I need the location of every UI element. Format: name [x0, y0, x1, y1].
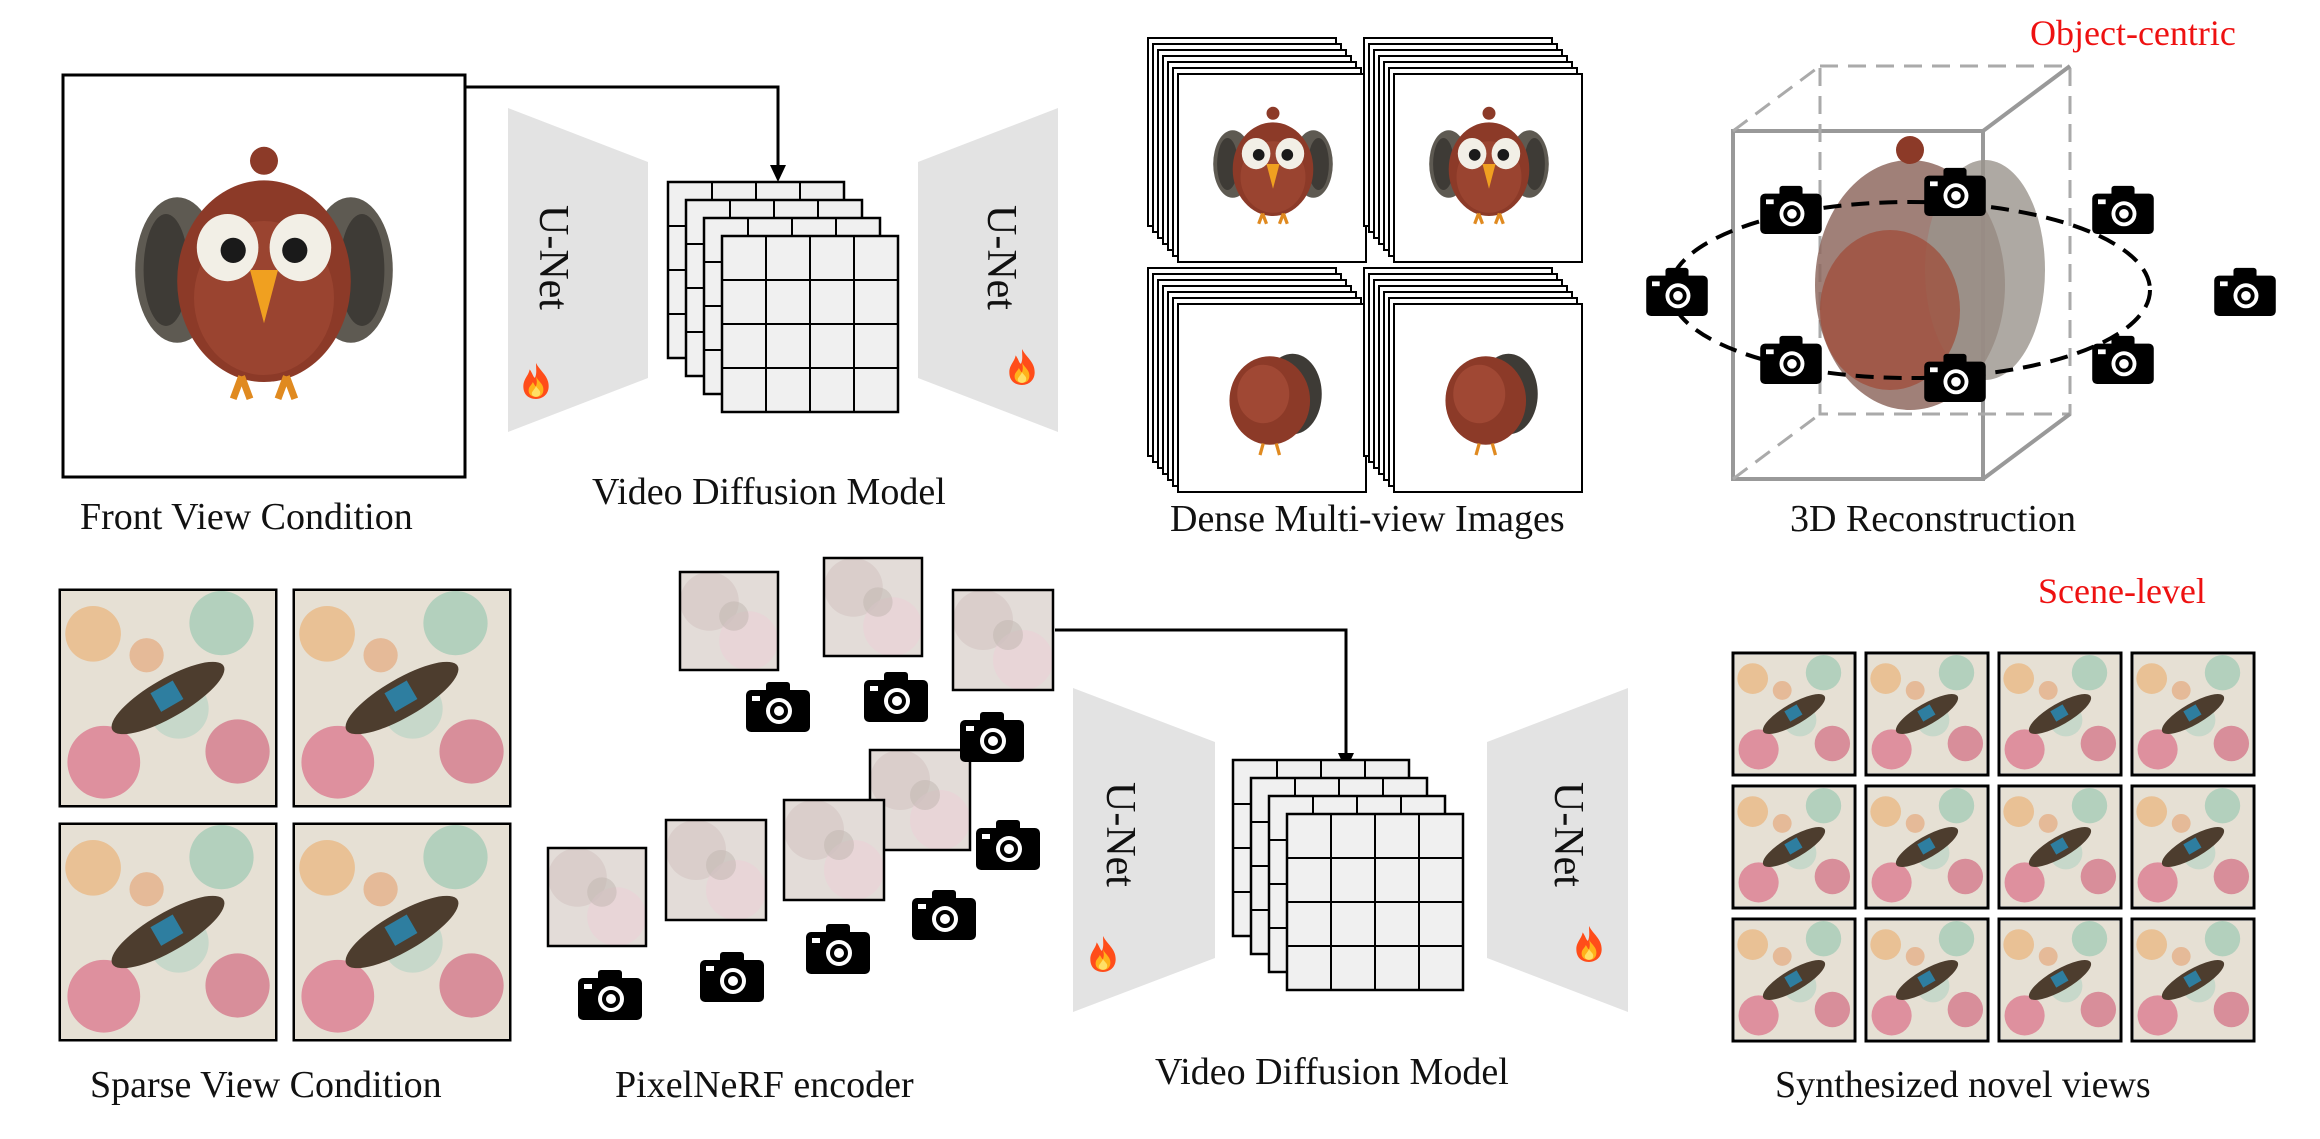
scene-level-label: Scene-level [2038, 571, 2206, 611]
novel-views-caption: Synthesized novel views [1775, 1064, 2151, 1106]
arrow-head [770, 165, 786, 182]
dense-multiview-stacks [1147, 37, 1583, 493]
novel-views-grid [1731, 651, 2256, 1043]
feature-map [782, 798, 886, 902]
latent-grid-stack-bottom [1231, 758, 1465, 992]
object-centric-label: Object-centric [2030, 13, 2236, 53]
novel-view [1864, 651, 1990, 777]
camera-icon [976, 820, 1040, 870]
unet-encoder-top: U-Net [508, 108, 648, 432]
camera-icon [2092, 185, 2154, 234]
camera-icon [1646, 267, 1708, 316]
camera-icon [2214, 267, 2276, 316]
sparse-view-caption: Sparse View Condition [90, 1064, 442, 1106]
camera-icon [960, 712, 1024, 762]
dense-multiview-caption: Dense Multi-view Images [1170, 498, 1565, 540]
camera-icon [912, 890, 976, 940]
novel-view [2130, 784, 2256, 910]
feature-map [951, 588, 1055, 692]
novel-view [1997, 651, 2123, 777]
feature-map [678, 570, 780, 672]
view-stack [1363, 37, 1583, 263]
camera-icon [2092, 335, 2154, 384]
unet-encoder-bottom: U-Net [1073, 688, 1215, 1012]
camera-icon [746, 682, 810, 732]
vdm-bottom-caption: Video Diffusion Model [1155, 1051, 1509, 1093]
grid-layer [1285, 812, 1465, 992]
unet-label: U-Net [1545, 782, 1591, 887]
pixelnerf-caption: PixelNeRF encoder [615, 1064, 914, 1106]
feature-map [664, 818, 768, 922]
view-stack [1147, 267, 1367, 493]
unet-decoder-top: U-Net [918, 108, 1058, 432]
camera-icon [864, 672, 928, 722]
feature-arrow [1055, 628, 1348, 753]
camera-icon [700, 952, 764, 1002]
unet-decoder-bottom: U-Net [1487, 688, 1628, 1012]
vdm-top-caption: Video Diffusion Model [592, 471, 946, 513]
front-view-caption: Front View Condition [80, 496, 413, 538]
novel-view [1864, 784, 1990, 910]
novel-view [2130, 651, 2256, 777]
novel-view [1731, 917, 1857, 1043]
latent-grid-stack-top [666, 180, 900, 414]
novel-view [1997, 784, 2123, 910]
novel-view [1731, 651, 1857, 777]
novel-view [1864, 917, 1990, 1043]
unet-label: U-Net [530, 205, 576, 310]
sparse-view-images [58, 588, 512, 1042]
condition-arrow [465, 85, 780, 165]
feature-map [822, 556, 924, 658]
grid-layer [720, 234, 900, 414]
novel-view [1997, 917, 2123, 1043]
novel-view [1731, 784, 1857, 910]
reconstruction-caption: 3D Reconstruction [1790, 498, 2077, 540]
unet-label: U-Net [1097, 782, 1143, 887]
camera-icon [1760, 185, 1822, 234]
camera-icon [806, 924, 870, 974]
camera-icon [578, 970, 642, 1020]
unet-label: U-Net [978, 205, 1024, 310]
pixelnerf-features [546, 556, 1055, 1020]
novel-view [2130, 917, 2256, 1043]
front-view-image [61, 73, 467, 479]
camera-icon [1760, 335, 1822, 384]
feature-map [546, 846, 648, 948]
view-stack [1147, 37, 1367, 263]
reconstruction-cube [1646, 64, 2276, 481]
view-stack [1363, 267, 1583, 493]
